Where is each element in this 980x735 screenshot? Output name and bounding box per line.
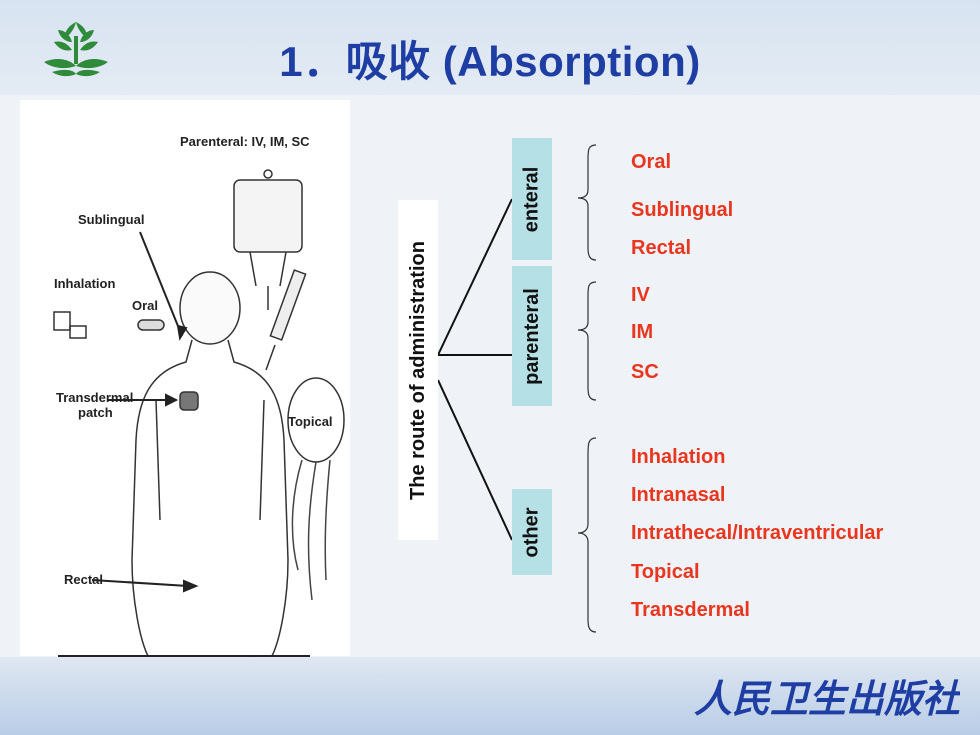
administration-routes-illustration: Parenteral: IV, IM, SC Sublingual Inhala… — [20, 100, 350, 657]
publisher-calligraphy-logo: 人民卫生出版社 — [694, 676, 960, 721]
human-figure-drawing — [53, 169, 345, 657]
route-iv: IV — [631, 284, 650, 306]
label-rectal: Rectal — [64, 572, 104, 587]
svg-text:人民卫生出版社: 人民卫生出版社 — [694, 676, 960, 721]
label-oral: Oral — [132, 298, 159, 313]
route-sublingual: Sublingual — [631, 199, 734, 221]
plant-logo-icon — [44, 22, 108, 77]
label-sublingual: Sublingual — [78, 212, 145, 227]
category-other: other — [512, 489, 552, 575]
label-topical: Topical — [288, 414, 333, 429]
route-oral: Oral — [631, 151, 672, 173]
footer-band — [0, 657, 980, 735]
label-transdermal: Transdermal — [56, 390, 134, 405]
route-transdermal: Transdermal — [631, 599, 750, 621]
route-im: IM — [631, 321, 654, 343]
label-parenteral: Parenteral: IV, IM, SC — [180, 134, 310, 149]
category-parenteral: parenteral — [512, 266, 552, 406]
route-intrathecal: Intrathecal/Intraventricular — [631, 522, 884, 544]
label-inhalation: Inhalation — [54, 276, 116, 291]
item-braces — [577, 144, 597, 633]
route-topical: Topical — [631, 561, 700, 583]
route-intranasal: Intranasal — [631, 484, 726, 506]
route-inhalation: Inhalation — [631, 446, 726, 468]
route-sc: SC — [631, 361, 659, 383]
header-band — [0, 0, 980, 95]
route-rectal: Rectal — [631, 237, 692, 259]
label-patch: patch — [78, 405, 113, 420]
figure-underline — [58, 655, 310, 657]
page-title: 1．吸收 (Absorption) — [279, 38, 701, 85]
category-enteral: enteral — [512, 138, 552, 260]
route-of-administration-label: The route of administration — [398, 200, 438, 540]
